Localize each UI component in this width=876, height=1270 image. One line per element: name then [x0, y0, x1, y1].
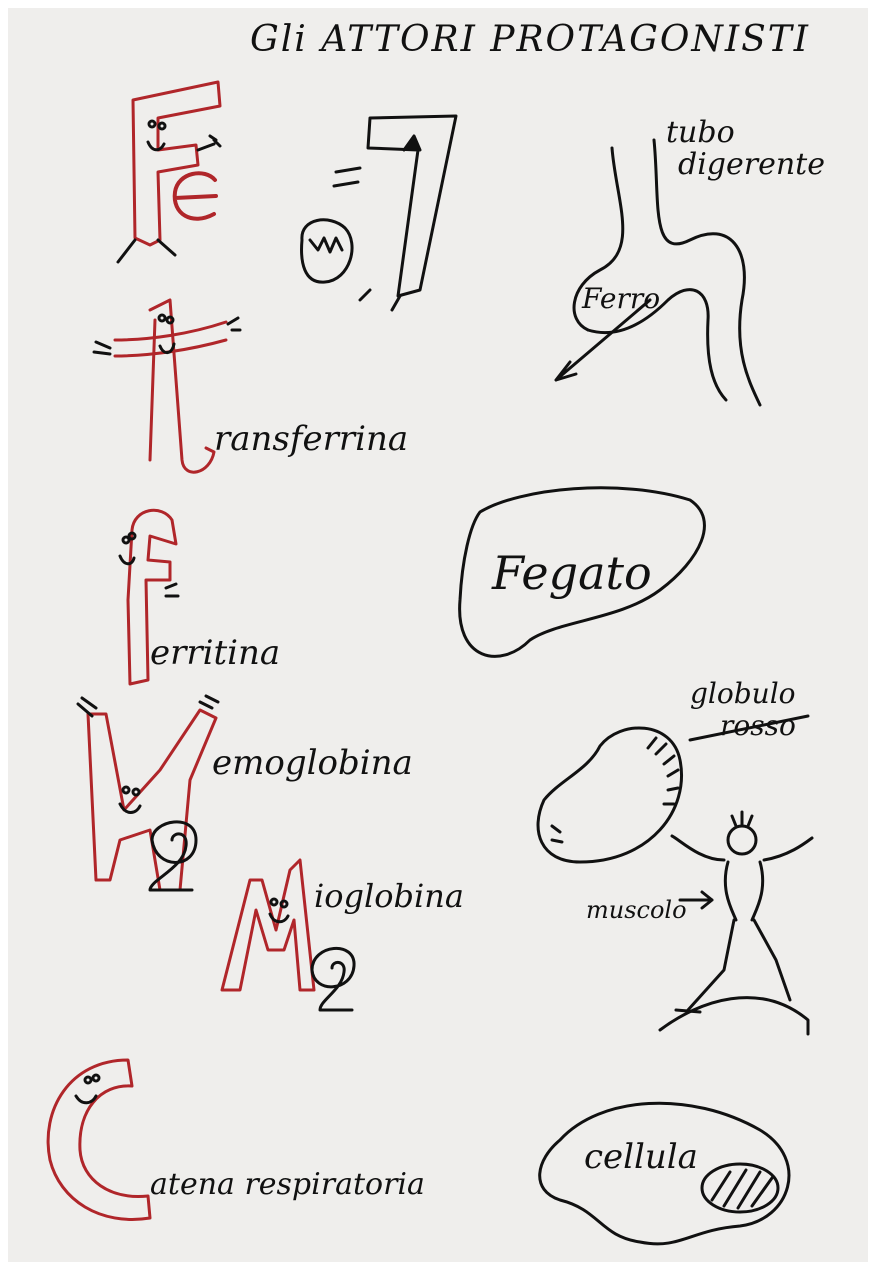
label-transferrina: ransferrina — [214, 422, 408, 456]
label-rosso: rosso — [720, 712, 796, 740]
fe-iron-character — [118, 82, 220, 262]
label-globulo: globulo — [690, 680, 796, 708]
emoglobina-h-character — [78, 696, 218, 890]
label-cellula: cellula — [584, 1140, 698, 1174]
label-catena: atena respiratoria — [150, 1170, 425, 1200]
transferrina-face — [94, 315, 240, 354]
label-ferro: Ferro — [582, 285, 660, 313]
label-tubo: tubo — [666, 118, 735, 148]
zn-zinc-character — [302, 116, 456, 310]
label-ferritina: erritina — [150, 636, 280, 670]
transferrina-t-character — [115, 300, 226, 472]
label-muscolo: muscolo — [586, 898, 687, 922]
label-mioglobina: ioglobina — [314, 880, 464, 912]
label-emoglobina: emoglobina — [212, 746, 413, 780]
label-digerente: digerente — [678, 150, 825, 180]
label-fegato: Fegato — [492, 550, 652, 596]
page-title: Gli ATTORI PROTAGONISTI — [250, 22, 810, 58]
catena-c-character — [48, 1060, 150, 1219]
